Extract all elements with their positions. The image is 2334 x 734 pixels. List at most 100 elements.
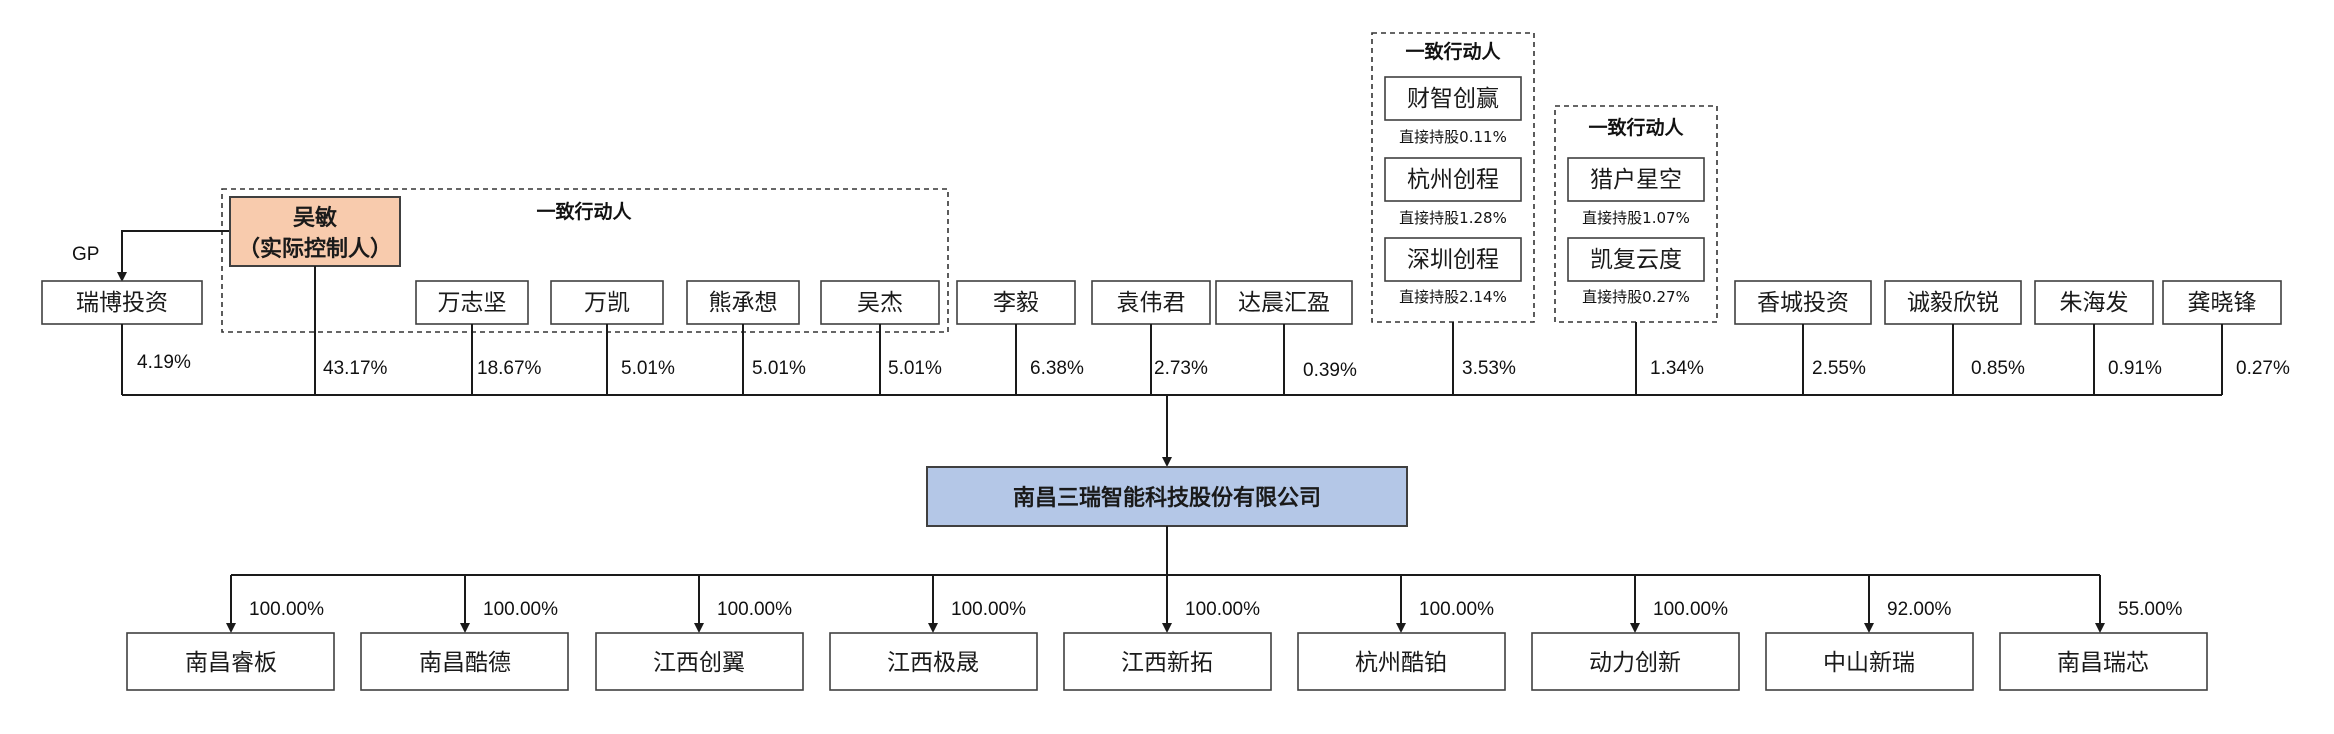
controller-pct: 43.17%	[323, 358, 388, 379]
group-a-member-note: 直接持股1.28%	[1399, 209, 1507, 227]
shareholder-瑞博投资: 瑞博投资 4.19%	[41, 280, 203, 395]
shareholder-pct: 0.39%	[1303, 360, 1357, 381]
shareholder-袁伟君: 袁伟君 2.73%	[1091, 280, 1211, 395]
concert-group-a: 一致行动人 财智创赢 直接持股0.11% 杭州创程 直接持股1.28% 深圳创程…	[1371, 32, 1535, 395]
company-box	[926, 466, 1408, 527]
shareholder-name: 万志坚	[438, 290, 507, 316]
shareholder-name: 诚毅欣锐	[1907, 290, 1999, 316]
shareholder-pct: 0.85%	[1971, 358, 2025, 379]
shareholder-诚毅欣锐: 诚毅欣锐 0.85%	[1884, 280, 2025, 395]
subsidiary-pct: 100.00%	[717, 599, 792, 620]
subsidiary-pct: 100.00%	[1419, 599, 1494, 620]
shareholder-box	[1215, 280, 1353, 325]
shareholder-朱海发: 朱海发 0.91%	[2034, 280, 2162, 395]
subsidiary-南昌酷德: 100.00% 南昌酷德	[360, 575, 569, 691]
concert-label-a: 一致行动人	[1405, 40, 1501, 63]
shareholder-pct: 2.73%	[1154, 358, 1208, 379]
controller-name: 吴敏	[293, 205, 337, 231]
group-a-member-note: 直接持股0.11%	[1399, 128, 1507, 146]
subsidiary-box	[1531, 632, 1740, 691]
shareholder-pct: 4.19%	[137, 352, 191, 373]
subsidiary-name: 杭州酷铂	[1355, 650, 1447, 676]
group-a-member-name: 深圳创程	[1407, 247, 1499, 273]
group-b-pct: 1.34%	[1650, 358, 1704, 379]
group-b-member-name: 凯复云度	[1590, 247, 1682, 273]
group-a-member-name: 财智创赢	[1407, 86, 1499, 112]
shareholder-name: 香城投资	[1757, 290, 1849, 316]
group-a-member-box	[1384, 237, 1522, 282]
shareholder-pct: 5.01%	[888, 358, 942, 379]
concert-label-main: 一致行动人	[536, 200, 632, 223]
subsidiary-name: 江西新拓	[1121, 650, 1213, 676]
subsidiary-name: 南昌酷德	[419, 650, 511, 676]
subsidiary-江西极晟: 100.00% 江西极晟	[829, 575, 1038, 691]
subsidiary-name: 江西极晟	[887, 650, 979, 676]
subsidiary-name: 南昌瑞芯	[2057, 650, 2149, 676]
subsidiary-pct: 100.00%	[1653, 599, 1728, 620]
subsidiary-杭州酷铂: 100.00% 杭州酷铂	[1297, 575, 1506, 691]
subsidiary-box	[126, 632, 335, 691]
shareholder-box	[415, 280, 529, 325]
subsidiary-南昌睿板: 100.00% 南昌睿板	[126, 575, 335, 691]
shareholder-pct: 18.67%	[477, 358, 542, 379]
shareholder-龚晓锋: 龚晓锋 0.27%	[2162, 280, 2290, 395]
group-a-member-note: 直接持股2.14%	[1399, 288, 1507, 306]
subsidiary-name: 南昌睿板	[185, 650, 277, 676]
subsidiary-box	[1063, 632, 1272, 691]
shareholder-name: 熊承想	[709, 290, 778, 316]
concert-group-b: 一致行动人 猎户星空 直接持股1.07% 凯复云度 直接持股0.27% 1.34…	[1554, 105, 1718, 395]
shareholder-pct: 5.01%	[621, 358, 675, 379]
group-b-member-note: 直接持股0.27%	[1582, 288, 1690, 306]
shareholder-pct: 6.38%	[1030, 358, 1084, 379]
subsidiary-box	[1297, 632, 1506, 691]
shareholder-name: 瑞博投资	[76, 290, 168, 316]
shareholder-万志坚: 万志坚 18.67%	[415, 280, 542, 395]
subsidiary-江西创翼: 100.00% 江西创翼	[595, 575, 804, 691]
shareholder-name: 袁伟君	[1117, 290, 1186, 316]
shareholder-box	[2034, 280, 2154, 325]
shareholder-pct: 0.91%	[2108, 358, 2162, 379]
shareholder-pct: 2.55%	[1812, 358, 1866, 379]
shareholder-name: 朱海发	[2060, 290, 2129, 316]
subsidiary-name: 中山新瑞	[1823, 650, 1915, 676]
concert-label-b: 一致行动人	[1588, 116, 1684, 139]
shareholder-pct: 5.01%	[752, 358, 806, 379]
subsidiary-pct: 92.00%	[1887, 599, 1952, 620]
subsidiary-中山新瑞: 92.00% 中山新瑞	[1765, 575, 1974, 691]
subsidiary-box	[360, 632, 569, 691]
group-a-member-box	[1384, 157, 1522, 202]
subsidiary-pct: 100.00%	[249, 599, 324, 620]
subsidiary-pct: 100.00%	[483, 599, 558, 620]
shareholder-万凯: 万凯 5.01%	[550, 280, 675, 395]
gp-arrow	[117, 230, 230, 282]
shareholder-熊承想: 熊承想 5.01%	[686, 280, 806, 395]
shareholder-达晨汇盈: 达晨汇盈 0.39%	[1215, 280, 1357, 395]
shareholder-box	[2162, 280, 2282, 325]
shareholder-name: 龚晓锋	[2188, 290, 2257, 316]
gp-label: GP	[72, 244, 99, 265]
shareholder-name: 达晨汇盈	[1238, 290, 1330, 316]
shareholder-李毅: 李毅 6.38%	[956, 280, 1084, 395]
shareholder-name: 李毅	[993, 290, 1039, 316]
subsidiary-name: 江西创翼	[653, 650, 745, 676]
group-a-member-box	[1384, 76, 1522, 121]
shareholder-name: 吴杰	[857, 290, 903, 316]
shareholder-吴杰: 吴杰 5.01%	[820, 280, 942, 395]
shareholder-pct: 0.27%	[2236, 358, 2290, 379]
subsidiary-box	[1999, 632, 2208, 691]
group-b-member-name: 猎户星空	[1590, 167, 1682, 193]
controller-box	[229, 196, 401, 267]
group-a-pct: 3.53%	[1462, 358, 1516, 379]
concert-group-box-main	[221, 188, 949, 333]
subsidiary-pct: 55.00%	[2118, 599, 2183, 620]
subsidiary-box	[829, 632, 1038, 691]
shareholder-box	[820, 280, 940, 325]
shareholder-box	[550, 280, 664, 325]
shareholder-name: 万凯	[584, 290, 630, 316]
group-b-member-note: 直接持股1.07%	[1582, 209, 1690, 227]
subsidiary-box	[1765, 632, 1974, 691]
shareholder-box	[1091, 280, 1211, 325]
subsidiary-pct: 100.00%	[951, 599, 1026, 620]
group-b-member-box	[1567, 237, 1705, 282]
